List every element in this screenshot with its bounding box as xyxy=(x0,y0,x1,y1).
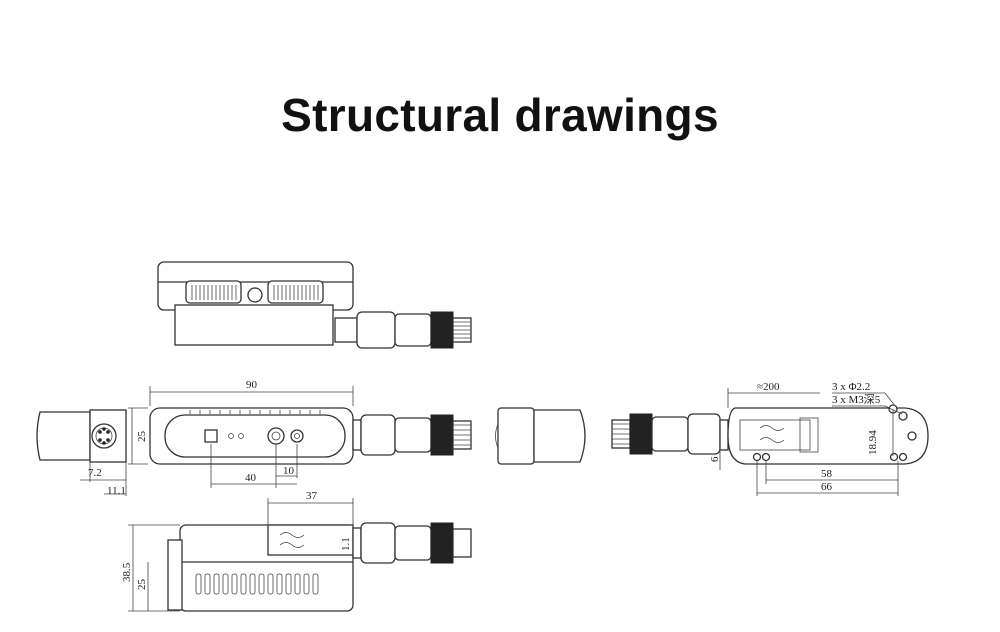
dim-7-2-label: 7.2 xyxy=(88,467,102,479)
dim-25b-label: 25 xyxy=(136,579,148,591)
dim-10-label: 10 xyxy=(283,465,295,477)
dim-11-1-label: 11.1 xyxy=(107,485,126,497)
right-side-view xyxy=(495,407,586,465)
top-view xyxy=(157,261,472,349)
dim-66-label: 66 xyxy=(821,481,833,493)
dim-37-label: 37 xyxy=(306,490,318,502)
dim-40-label: 40 xyxy=(245,472,257,484)
hole-note-1: 3 x Φ2.2 xyxy=(832,381,870,393)
dim-38-5-label: 38.5 xyxy=(121,562,133,582)
dim-200-label: ≈200 xyxy=(757,381,780,393)
dim-90-label: 90 xyxy=(246,379,258,391)
dim-18-94-label: 18.94 xyxy=(867,430,879,455)
dim-6-label: 6 xyxy=(709,456,721,462)
dim-25-label: 25 xyxy=(136,431,148,443)
front-view: 90 25 40 10 xyxy=(128,379,472,488)
dim-1-1-label: 1.1 xyxy=(340,537,352,551)
page-title: Structural drawings xyxy=(281,89,719,141)
left-side-view: 7.2 11.1 xyxy=(36,409,127,497)
bottom-view: 37 1.1 38.5 25 xyxy=(121,490,472,612)
bracket-view: ≈200 3 x Φ2.2 3 x M3深5 18.94 6 58 66 xyxy=(611,381,929,496)
dim-58-label: 58 xyxy=(821,468,833,480)
hole-note-2: 3 x M3深5 xyxy=(832,393,881,406)
